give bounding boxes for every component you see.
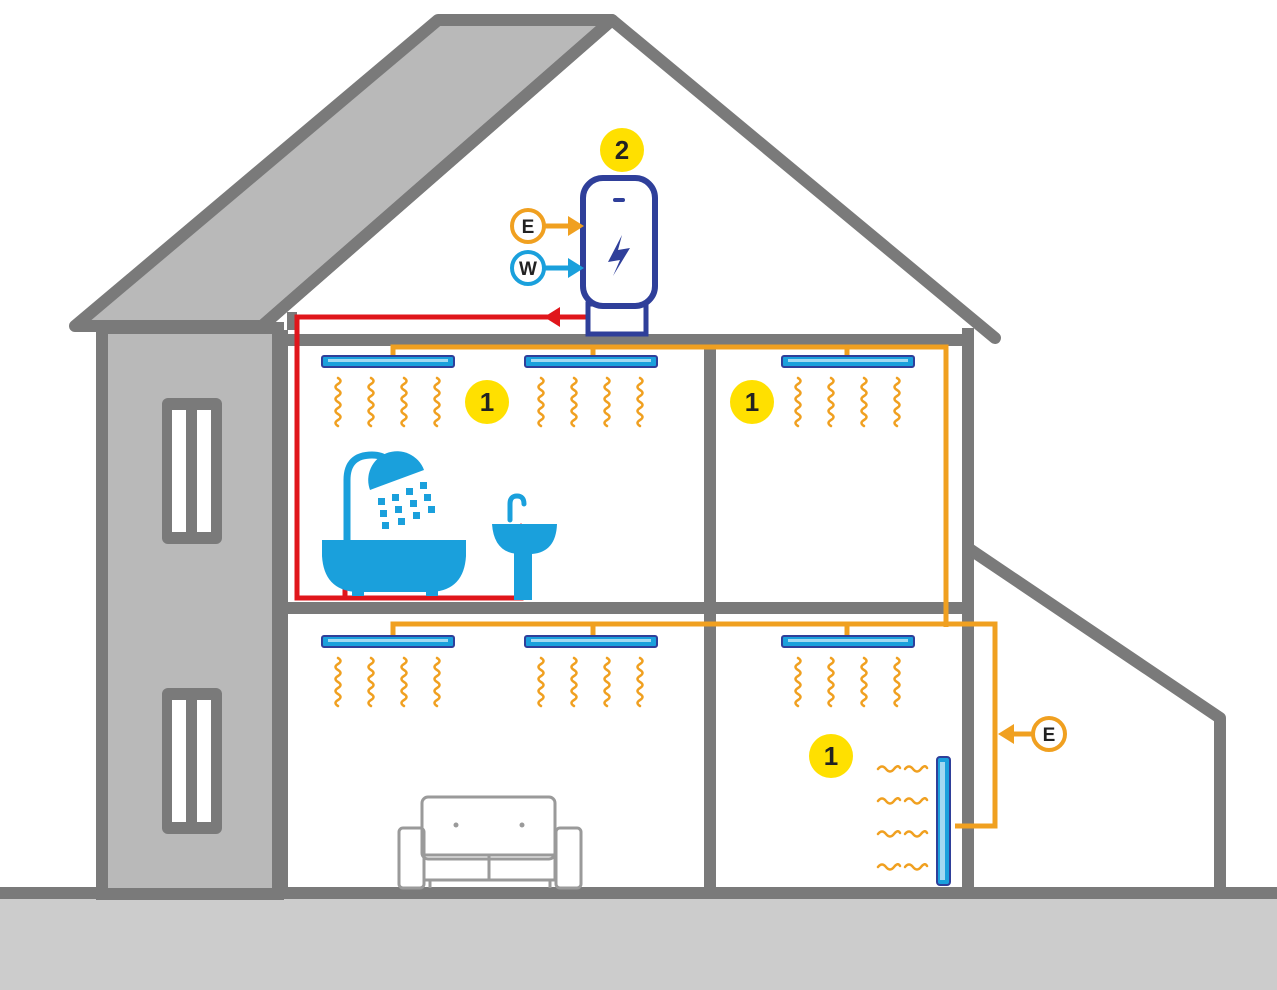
infrared-ceiling-panel-icon (781, 635, 915, 708)
infrared-ceiling-panel-icon (524, 355, 658, 428)
heat-wave (400, 376, 408, 428)
roof (69, 14, 1001, 344)
heat-wave (537, 656, 545, 708)
electric-water-heater-icon (580, 175, 658, 337)
heat-wave (860, 376, 868, 428)
heat-wave (636, 376, 644, 428)
infrared-ceiling-panel-icon (321, 355, 455, 428)
heat-wave (876, 863, 902, 871)
heat-wave (603, 656, 611, 708)
heat-wave (636, 656, 644, 708)
heat-wave (903, 863, 929, 871)
heat-wave (367, 656, 375, 708)
panel-badge-upper-right-label: 1 (745, 387, 759, 417)
ceiling-panels (321, 355, 915, 708)
infrared-ceiling-panel-icon (781, 355, 915, 428)
heat-wave (903, 797, 929, 805)
wall-panel-energy-label: E (1043, 725, 1056, 746)
heat-wave (537, 376, 545, 428)
heat-wave (893, 376, 901, 428)
heater-water-tag: W (510, 250, 584, 286)
heat-wave (876, 797, 902, 805)
panel-badge-upper-left-label: 1 (480, 387, 494, 417)
electric-wiring (390, 344, 998, 829)
heater-badge-label: 2 (615, 135, 629, 165)
infrared-wall-panel-icon (936, 756, 951, 886)
panel-badge-lower-right: 1 (809, 734, 853, 778)
window-upper (162, 398, 222, 544)
window-lower (162, 688, 222, 834)
heat-wave (903, 765, 929, 773)
panel-badge-upper-left: 1 (465, 380, 509, 424)
panel-badge-lower-right-label: 1 (824, 741, 838, 771)
heat-wave (827, 376, 835, 428)
sofa-icon (397, 795, 583, 890)
heat-wave (334, 656, 342, 708)
heat-wave (367, 376, 375, 428)
heat-wave (400, 656, 408, 708)
heat-wave (433, 656, 441, 708)
heater-number-badge: 2 (600, 128, 644, 172)
sink-tap-icon (492, 493, 557, 600)
heat-wave (334, 376, 342, 428)
lightning-bolt-icon (608, 235, 630, 276)
annex (964, 543, 1226, 893)
bathtub-icon (322, 540, 466, 596)
heater-energy-tag: E (510, 208, 584, 244)
heat-wave (570, 656, 578, 708)
side-tower (96, 322, 284, 900)
ground (0, 893, 1277, 990)
heat-wave (893, 656, 901, 708)
heat-wave (827, 656, 835, 708)
infrared-ceiling-panel-icon (524, 635, 658, 708)
heat-wave (876, 765, 902, 773)
heat-wave (794, 376, 802, 428)
heat-wave (433, 376, 441, 428)
heat-wave (794, 656, 802, 708)
house-walls (276, 328, 974, 893)
heat-wave (903, 830, 929, 838)
heat-wave (570, 376, 578, 428)
shower-head-icon (343, 451, 435, 552)
heat-wave (876, 830, 902, 838)
heat-wave (860, 656, 868, 708)
heater-energy-label: E (522, 217, 535, 238)
panel-badge-upper-right: 1 (730, 380, 774, 424)
infrared-ceiling-panel-icon (321, 635, 455, 708)
wall-panel-energy-tag: E (998, 716, 1067, 752)
wall-panel-heat-waves (876, 765, 929, 871)
heater-water-label: W (519, 259, 537, 280)
heat-wave (603, 376, 611, 428)
